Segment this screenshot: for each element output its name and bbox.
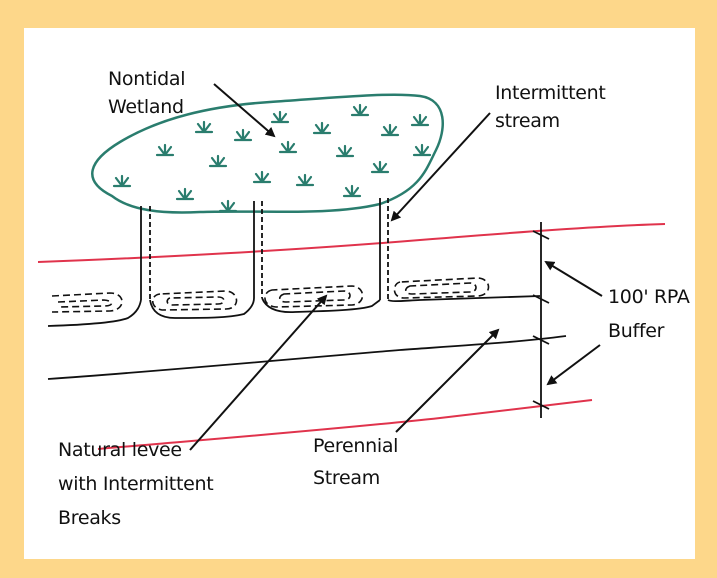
arrow-rpa-upper bbox=[546, 262, 602, 296]
label-perennial: Perennial bbox=[313, 433, 398, 460]
label-rpa: 100' RPA bbox=[608, 284, 690, 311]
rpa-dimension-line bbox=[533, 222, 549, 418]
label-buffer: Buffer bbox=[608, 318, 664, 345]
label-natural-levee: Natural levee bbox=[58, 437, 182, 464]
label-with-intermittent: with Intermittent bbox=[58, 471, 213, 498]
label-breaks: Breaks bbox=[58, 505, 121, 532]
label-wetland: Wetland bbox=[108, 94, 184, 121]
label-perennial-stream: Stream bbox=[313, 465, 380, 492]
arrow-wetland bbox=[214, 84, 274, 136]
label-stream: stream bbox=[495, 108, 560, 135]
arrow-rpa-lower bbox=[548, 345, 600, 384]
arrow-levee bbox=[190, 296, 326, 450]
natural-levee-bank bbox=[48, 296, 540, 326]
arrow-intermittent bbox=[392, 113, 490, 220]
label-intermittent: Intermittent bbox=[495, 80, 606, 107]
label-nontidal: Nontidal bbox=[108, 66, 185, 93]
buffer-line-upper bbox=[38, 224, 665, 262]
perennial-stream-bank bbox=[48, 336, 566, 379]
